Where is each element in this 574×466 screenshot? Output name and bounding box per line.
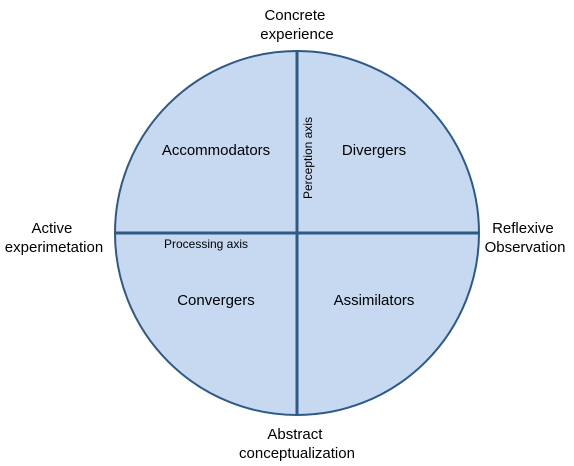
- quadrant-divergers: Divergers: [342, 142, 406, 159]
- pole-right-line-2: Observation: [485, 239, 566, 256]
- quadrant-convergers: Convergers: [177, 292, 255, 309]
- pole-bottom-line-2: conceptualization: [239, 445, 355, 462]
- pole-top-line-1: Concrete: [264, 7, 325, 24]
- perception-axis-label: Perception axis: [301, 117, 315, 199]
- quadrant-assimilators: Assimilators: [334, 292, 415, 309]
- pole-left-line-2: experimetation: [5, 239, 103, 256]
- processing-axis-label: Processing axis: [164, 237, 248, 251]
- pole-right-line-1: Reflexive: [492, 220, 554, 237]
- pole-right: Reflexive Observation: [485, 220, 566, 256]
- pole-bottom-line-1: Abstract: [267, 426, 323, 443]
- quadrant-accommodators: Accommodators: [162, 142, 270, 159]
- pole-left: Active experimetation: [5, 220, 103, 256]
- pole-top: Concrete experience: [260, 7, 333, 43]
- pole-left-line-1: Active: [31, 220, 72, 237]
- pole-top-line-2: experience: [260, 26, 333, 43]
- pole-bottom: Abstract conceptualization: [239, 426, 355, 462]
